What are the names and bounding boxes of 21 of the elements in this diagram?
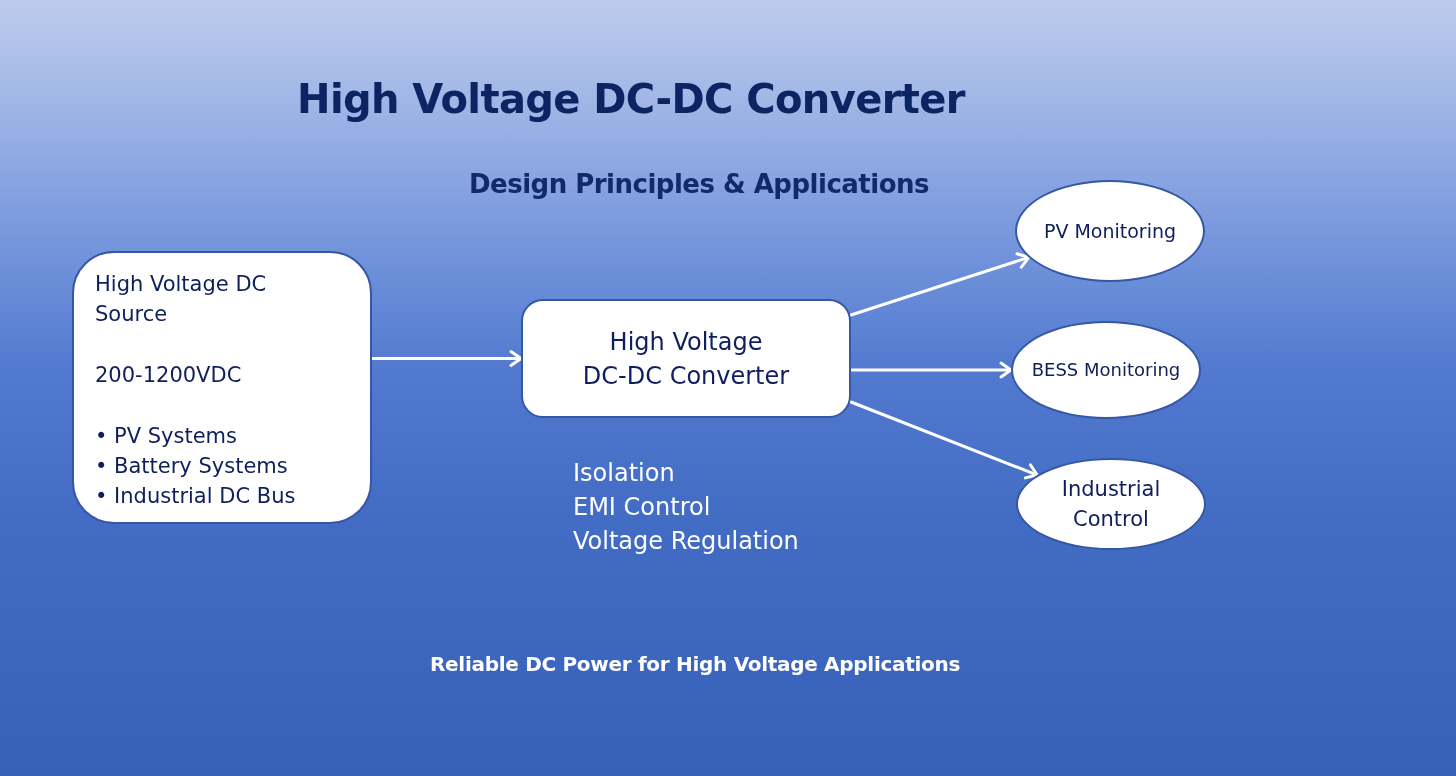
box-label: High Voltage DC-DC Converter [581, 326, 791, 392]
process-box [521, 299, 851, 418]
list-item: • PV Systems [95, 423, 238, 450]
list-item: • Battery Systems [95, 453, 288, 480]
diagram-title: High Voltage DC-DC Converter [296, 76, 967, 122]
box-heading: High Voltage DC Source [95, 271, 268, 328]
caption: Reliable DC Power for High Voltage Applications [429, 652, 961, 676]
source-box [72, 251, 372, 524]
arrow [849, 361, 1013, 379]
voltage-range: 200-1200VDC [95, 362, 242, 389]
feature-text: Isolation [573, 458, 676, 489]
ellipse-label: BESS Monitoring [1031, 358, 1181, 382]
arrow [849, 400, 1039, 480]
ellipse-label: PV Monitoring [1043, 219, 1177, 244]
feature-text: EMI Control [573, 492, 712, 523]
arrow [849, 252, 1031, 317]
arrow [370, 350, 523, 367]
ellipse-label: Industrial Control [1060, 476, 1162, 533]
list-item: • Industrial DC Bus [95, 483, 296, 510]
feature-text: Voltage Regulation [573, 526, 799, 557]
subtitle: Design Principles & Applications [467, 169, 931, 199]
